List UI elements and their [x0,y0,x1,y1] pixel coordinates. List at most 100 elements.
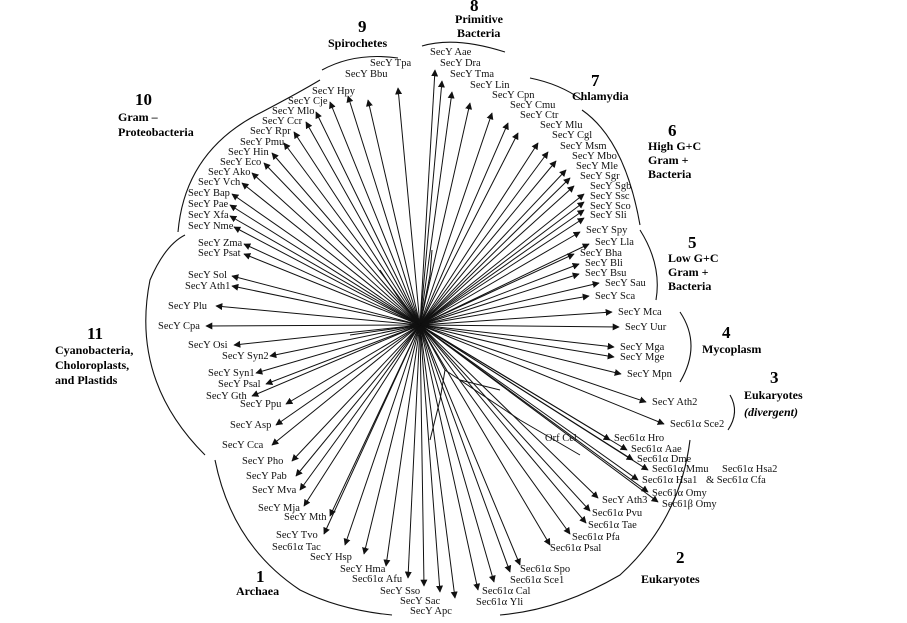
tree-branch [419,324,649,471]
tree-branch [231,193,421,326]
leaf-label: Sec61α Mmu [652,464,709,475]
leaf-label: SecY Plu [168,301,208,312]
leaf-label: SecY Dra [440,58,481,69]
leaf-label: SecY Msm [560,141,607,152]
group-name: Bacteria [648,167,691,181]
leaf-label: SecY Ako [208,167,250,178]
leaf-label: SecY Ath3 [602,495,647,506]
leaf-label: SecY Apc [410,606,452,617]
tree-branch [419,217,585,326]
tree-branch [419,209,585,326]
leaf-label: SecY Psal [218,379,261,390]
leaf-label: SecY Pmu [240,137,285,148]
tree-branch [419,324,599,499]
leaf-label: SecY Sli [590,210,627,221]
bracket-eukaryotes [499,439,691,616]
leaf-label: SecY Sco [590,201,631,212]
leaf-label: SecY Mpn [627,369,673,380]
tree-branch [293,131,421,326]
tree-branches [205,69,665,599]
leaf-label: SecY Uur [625,322,667,333]
tree-branch [419,69,439,326]
tree-branch [229,215,421,326]
tree-branch [283,142,421,326]
leaf-label: SecY Hma [340,564,386,575]
group-name: Eukaryotes [744,388,803,402]
group-number: 6 [668,121,677,140]
clade-brackets [145,41,736,616]
tree-branch [275,324,421,426]
tree-branch [251,172,421,326]
group-name: Gram + [648,153,689,167]
leaf-label: Sec61α Tac [272,542,321,553]
tree-branch [419,324,481,591]
group-number: 10 [135,90,152,109]
leaf-label: SecY Lla [595,237,634,248]
tree-branch [251,324,421,397]
tree-branch [419,185,575,326]
leaf-label: SecY Ath1 [185,281,230,292]
leaf-label: SecY Sgb [590,181,631,192]
bracket-low-gc [639,229,658,301]
leaf-label: SecY Mle [576,161,618,172]
tree-branch [419,102,473,326]
leaf-label: Sec61α Cal [482,586,530,597]
leaf-label: SecY Asp [230,420,271,431]
leaf-label: Sec61α Psal [550,543,601,554]
group-name: and Plastids [55,373,118,387]
tree-branch [419,231,581,326]
tree-branch [419,160,557,326]
group-number: 9 [358,17,367,36]
group-name: Mycoplasm [702,342,761,356]
bracket-archaea [214,459,393,616]
tree-branch [419,324,551,546]
leaf-label: SecY Hpy [312,86,356,97]
leaf-label: SecY Pho [242,456,283,467]
leaf-label: SecY Ccr [262,116,303,127]
tree-branch [419,177,571,326]
tree-branch [419,193,585,326]
tree-branch [419,262,580,326]
leaf-label: SecY Sac [400,596,440,607]
tree-branch [241,182,421,326]
tree-branch [419,132,519,326]
group-number: 3 [770,368,779,387]
leaf-label: SecY Mge [620,352,665,363]
group-labels: 1 Archaea 2 Eukaryotes 3 Eukaryotes (div… [55,0,803,598]
leaf-label: SecY Lin [470,80,510,91]
tree-branch [419,324,639,481]
leaf-label: Sec61α Sce1 [510,575,564,586]
tree-branch [315,111,421,326]
leaf-label: SecY Sau [605,278,646,289]
group-number: 2 [676,548,685,567]
tree-branch [419,324,496,583]
group-number: 11 [87,324,103,343]
group-name: Bacteria [668,279,711,293]
tree-branch [419,324,665,425]
bracket-chlamydia [529,77,583,101]
leaf-label: SecY Hin [228,147,269,158]
leaf-label: SecY Zma [198,238,243,249]
leaf-label: SecY Ssc [590,191,630,202]
group-number: 7 [591,71,600,90]
group-number: 4 [722,323,731,342]
bracket-high-gc [581,109,641,226]
tree-branch [263,162,421,326]
leaf-label: SecY Cpn [492,90,535,101]
leaf-label: SecY Pab [246,471,287,482]
tree-branch [419,323,620,331]
tree-branch [395,87,421,326]
tree-branch [404,324,421,579]
leaf-label: SecY Vch [198,177,241,188]
tree-branch [419,324,587,524]
leaf-label: SecY Mva [252,485,297,496]
leaf-label: SecY Bsu [585,268,627,279]
tree-branch [329,324,421,517]
tree-branch [229,204,421,326]
group-name: Bacteria [457,26,500,40]
tree-branch [419,324,628,451]
leaf-label: SecY Cje [288,96,328,107]
leaf-label: SecY Mca [618,307,662,318]
leaf-label: SecY Cca [222,440,264,451]
